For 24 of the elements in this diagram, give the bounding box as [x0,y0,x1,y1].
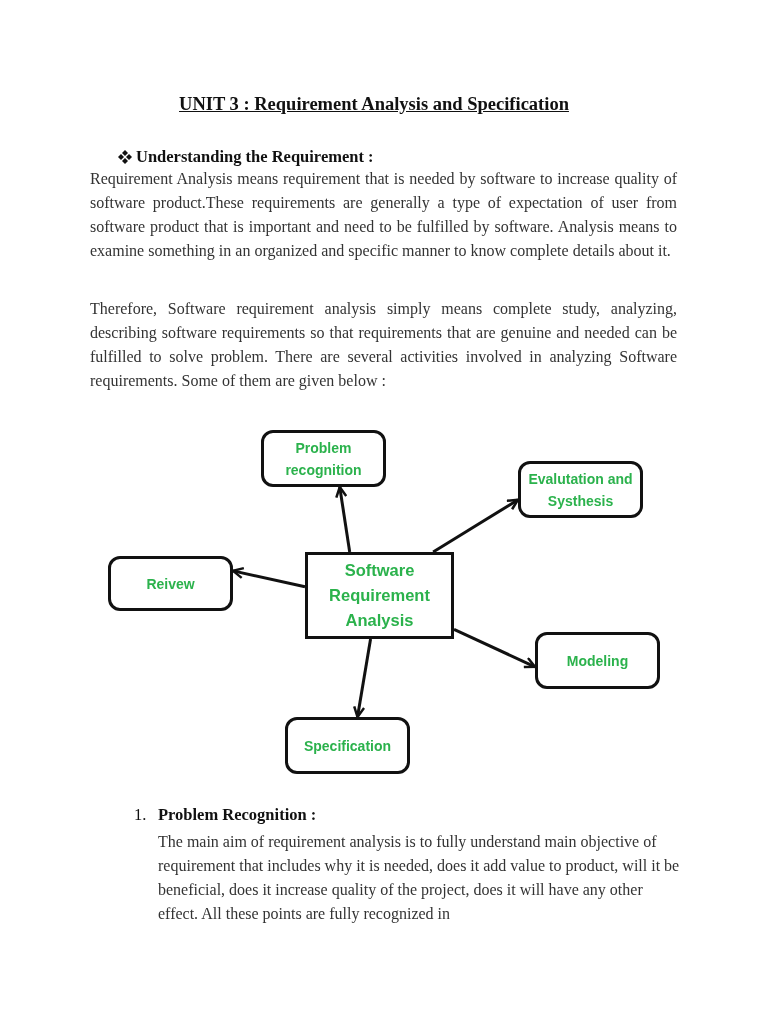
arrow [453,628,537,669]
node-label: Evalutation and Systhesis [527,469,634,511]
arrow [231,566,306,589]
arrow [352,638,373,719]
arrow [335,485,352,553]
node-label: Reivew [145,574,196,594]
node-label: Problem recognition [284,438,363,480]
node-label: Modeling [565,651,630,671]
central-box [305,552,454,639]
paragraph: Requirement Analysis means requirement that is needed by software to increase quality of software product.These requirements are generally a type of expectation of user from software product that is important and need to be fulfilled by software. Analysis means to examine something in an organized and specific manner to know complete details about it. [90,169,677,262]
node-label: Software Requirement Analysis [328,560,431,631]
rounded-box [518,461,643,518]
arrow [432,498,520,554]
node-label: Specification [302,736,393,756]
list-number: 1. [134,804,148,826]
rounded-box [535,632,660,689]
rounded-box [261,430,386,487]
paragraph: Therefore, Software requirement analysis simply means complete study, analyzing, describing software requirements so that requirements that are genuine and needed can be fulfilled to solve problem. There are several activities involved in analyzing Software requirements. Some of them are given below : [90,299,677,392]
paragraph: The main aim of requirement analysis is to fully understand main objective of requirement that includes why it is needed, does it add value to product, will it be beneficial, does it increase quality of the project, does it will have any other effect. All these points are fully recognized in [158,832,680,925]
rounded-box [285,717,410,774]
rounded-box [108,556,233,611]
section-heading: Understanding the Requirement : [136,146,375,168]
page-title: UNIT 3 : Requirement Analysis and Specification [178,94,570,115]
list-heading: Problem Recognition : [158,804,318,826]
